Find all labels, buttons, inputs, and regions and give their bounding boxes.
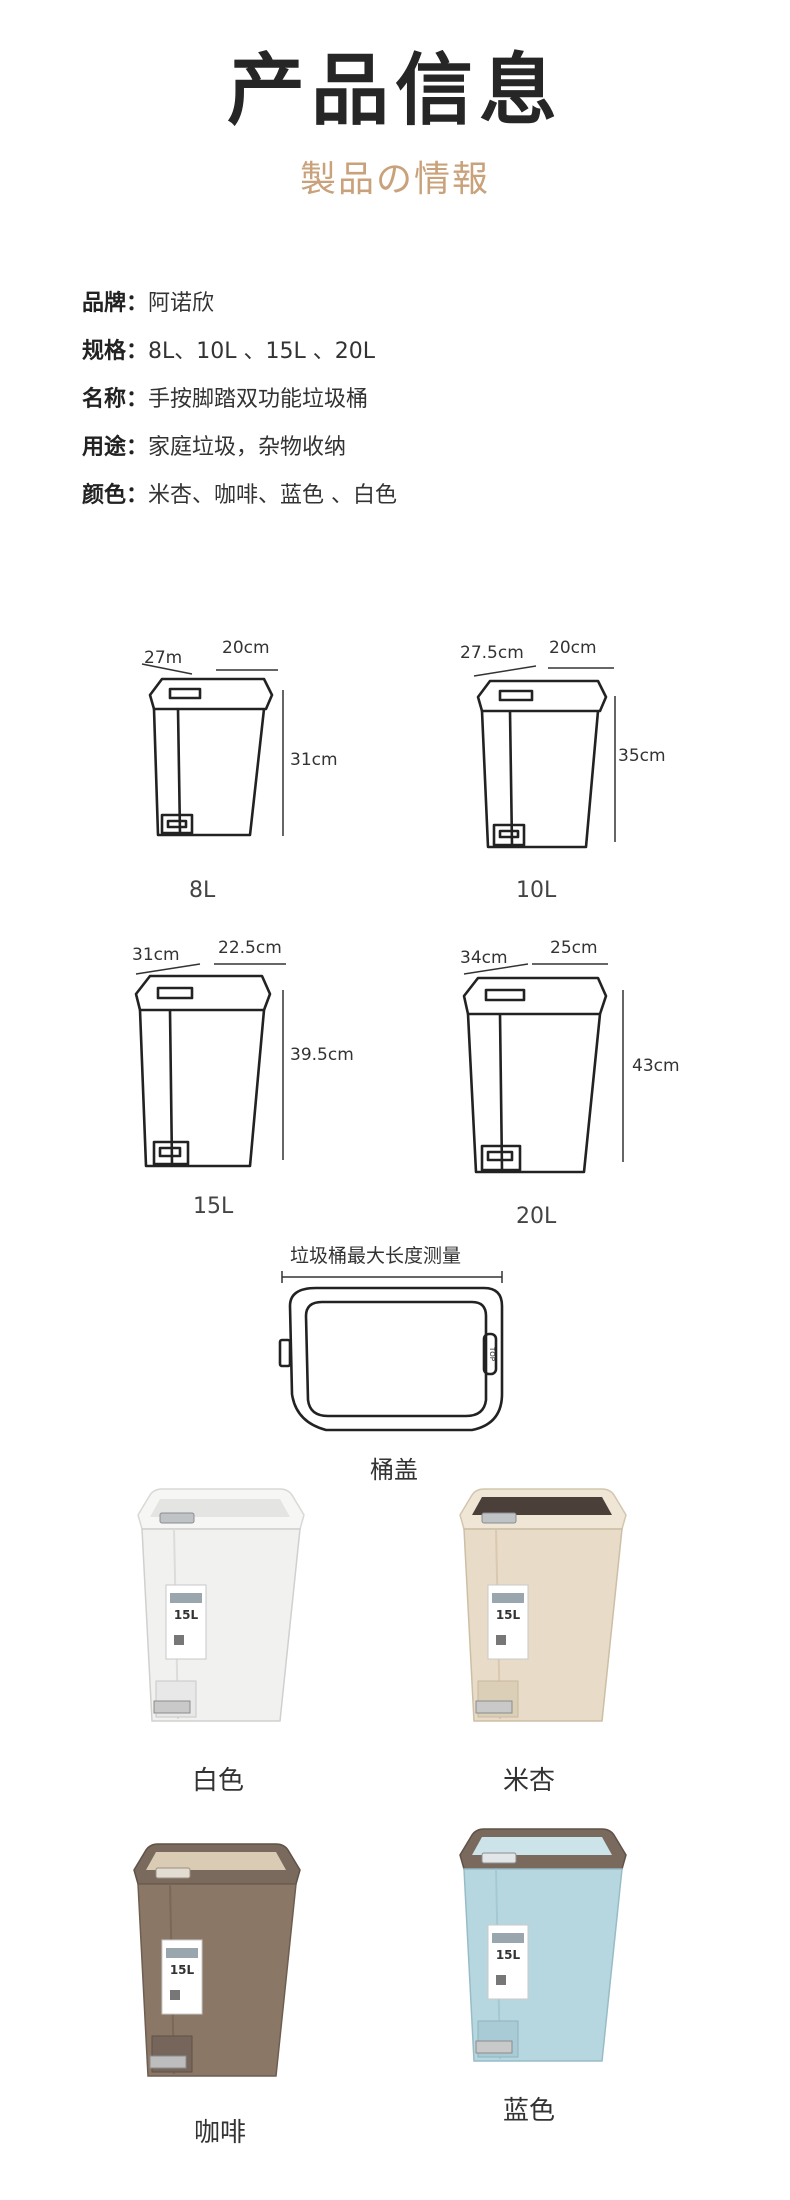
product-image-white: 15L xyxy=(137,1488,305,1722)
dim-line-10l-width xyxy=(548,667,614,669)
color-label-beige: 米杏 xyxy=(503,1766,556,1796)
info-key: 名称 xyxy=(82,387,127,412)
info-colon: ： xyxy=(126,483,149,508)
info-colon: ： xyxy=(126,291,149,316)
dim-width-15l: 22.5cm xyxy=(218,938,282,958)
color-label-blue: 蓝色 xyxy=(503,2096,556,2126)
dim-line-10l-depth xyxy=(473,665,537,677)
dim-line-8l-height xyxy=(282,690,284,836)
info-row-brand: 品牌：阿诺欣 xyxy=(82,293,214,315)
info-value: 家庭垃圾，杂物收纳 xyxy=(148,435,347,460)
product-tag: 15L xyxy=(496,1948,521,1962)
product-image-beige: 15L xyxy=(459,1488,627,1722)
lid-badge: TOP xyxy=(488,1346,496,1361)
info-key: 用途 xyxy=(82,435,127,460)
dim-height-10l: 35cm xyxy=(618,746,666,766)
dim-width-8l: 20cm xyxy=(222,638,270,658)
product-tag: 15L xyxy=(174,1608,199,1622)
info-row-spec: 规格：8L、10L 、15L 、20L xyxy=(82,341,375,363)
info-value: 8L、10L 、15L 、20L xyxy=(148,339,376,364)
bin-diagram-20l xyxy=(462,976,608,1174)
lid-diagram: TOP xyxy=(278,1286,504,1432)
info-colon: ： xyxy=(126,339,149,364)
page-title: 产品信息 xyxy=(226,46,563,136)
product-image-blue: 15L xyxy=(459,1828,627,2062)
color-label-white: 白色 xyxy=(192,1766,245,1796)
info-colon: ： xyxy=(126,435,149,460)
dim-line-8l-depth xyxy=(141,663,193,675)
capacity-15l: 15L xyxy=(193,1194,234,1219)
bin-diagram-10l xyxy=(476,679,608,849)
info-value: 米杏、咖啡、蓝色 、白色 xyxy=(148,483,398,508)
info-key: 颜色 xyxy=(82,483,127,508)
dim-height-8l: 31cm xyxy=(290,750,338,770)
page-subtitle: 製品の情報 xyxy=(299,159,490,200)
dim-line-10l-height xyxy=(614,696,616,842)
color-label-coffee: 咖啡 xyxy=(194,2118,247,2148)
product-tag: 15L xyxy=(170,1963,195,1977)
dim-line-20l-width xyxy=(532,963,608,965)
dim-line-8l-width xyxy=(216,669,278,671)
capacity-8l: 8L xyxy=(189,878,216,903)
dim-line-20l-height xyxy=(622,990,624,1162)
dim-line-15l-height xyxy=(282,990,284,1160)
product-image-coffee: 15L xyxy=(133,1843,301,2077)
info-row-usage: 用途：家庭垃圾，杂物收纳 xyxy=(82,437,346,459)
info-value: 阿诺欣 xyxy=(148,291,215,316)
dim-height-20l: 43cm xyxy=(632,1056,680,1076)
info-value: 手按脚踏双功能垃圾桶 xyxy=(148,387,369,412)
dim-depth-10l: 27.5cm xyxy=(460,643,524,663)
info-colon: ： xyxy=(126,387,149,412)
dim-line-15l-depth xyxy=(135,963,201,975)
dim-depth-15l: 31cm xyxy=(132,945,180,965)
bin-diagram-8l xyxy=(148,677,274,837)
dim-depth-20l: 34cm xyxy=(460,948,508,968)
product-tag: 15L xyxy=(496,1608,521,1622)
lid-label: 桶盖 xyxy=(370,1456,418,1484)
dim-width-20l: 25cm xyxy=(550,938,598,958)
capacity-10l: 10L xyxy=(516,878,557,903)
dim-depth-8l: 27m xyxy=(144,648,183,668)
lid-measure-line xyxy=(281,1271,503,1283)
dim-line-20l-depth xyxy=(463,963,529,975)
info-row-colors: 颜色：米杏、咖啡、蓝色 、白色 xyxy=(82,485,397,507)
bin-diagram-15l xyxy=(134,974,272,1168)
dim-line-15l-width xyxy=(214,963,286,965)
capacity-20l: 20L xyxy=(516,1204,557,1229)
dim-height-15l: 39.5cm xyxy=(290,1045,354,1065)
info-key: 品牌 xyxy=(82,291,127,316)
info-row-name: 名称：手按脚踏双功能垃圾桶 xyxy=(82,389,368,411)
dim-width-10l: 20cm xyxy=(549,638,597,658)
info-key: 规格 xyxy=(82,339,127,364)
lid-measure-note: 垃圾桶最大长度测量 xyxy=(290,1245,462,1267)
